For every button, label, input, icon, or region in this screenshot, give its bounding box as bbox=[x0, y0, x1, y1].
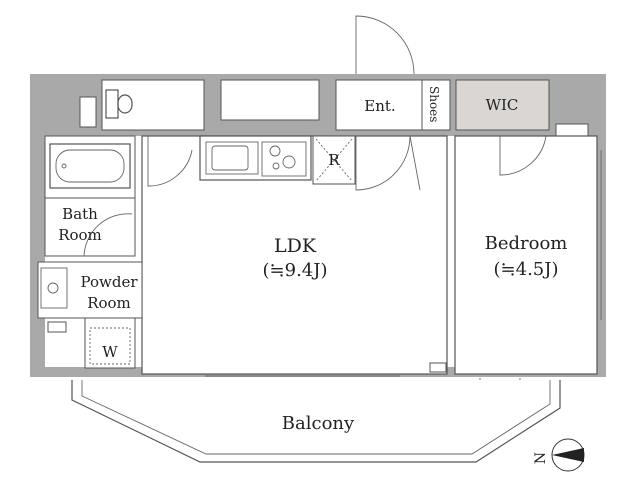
powder-label-line1: Powder bbox=[80, 273, 138, 291]
ldk-label: LDK bbox=[274, 235, 317, 257]
balcony-outline bbox=[71, 380, 561, 463]
cooktop-icon bbox=[261, 141, 307, 177]
storage-alcove bbox=[220, 79, 320, 121]
powder-label-line2: Room bbox=[87, 294, 131, 312]
shoes-cabinet bbox=[421, 79, 451, 131]
bathtub-icon bbox=[49, 143, 131, 189]
bath-room-floor bbox=[44, 135, 136, 199]
compass-label: N bbox=[533, 452, 549, 464]
compass-icon bbox=[551, 438, 585, 472]
bath-door bbox=[147, 136, 193, 187]
bath-room-lower bbox=[44, 197, 136, 257]
washer-label: W bbox=[102, 343, 118, 361]
ldk-size-label: (≒9.4J) bbox=[263, 260, 328, 281]
bedroom-size-label: (≒4.5J) bbox=[494, 259, 559, 280]
washer-icon bbox=[89, 327, 131, 365]
washer-space bbox=[84, 317, 136, 369]
floor-vent bbox=[429, 362, 447, 373]
kitchen-sink-icon bbox=[205, 141, 259, 175]
wic-room bbox=[455, 79, 550, 131]
ldk-door bbox=[355, 135, 421, 191]
toilet-icon bbox=[105, 89, 133, 119]
balcony-inner-rail bbox=[81, 380, 551, 455]
shoes-label: Shoes bbox=[427, 86, 441, 122]
powder-sink-icon bbox=[40, 267, 68, 309]
entrance-door bbox=[355, 15, 415, 75]
powder-room-floor bbox=[37, 261, 143, 319]
balcony-label: Balcony bbox=[282, 413, 355, 434]
refrigerator-label: R bbox=[328, 151, 340, 169]
refrigerator-icon bbox=[315, 138, 353, 182]
wall-vent bbox=[555, 123, 589, 137]
bedroom-door bbox=[499, 135, 547, 176]
wic-label: WIC bbox=[486, 96, 519, 114]
kitchen-counter bbox=[199, 135, 312, 181]
bedroom-label: Bedroom bbox=[485, 233, 568, 254]
wall-vent-low bbox=[47, 321, 67, 333]
entrance-label: Ent. bbox=[364, 97, 395, 115]
wall-panel bbox=[79, 96, 97, 128]
bath-label-line2: Room bbox=[58, 226, 102, 244]
bath-label-line1: Bath bbox=[62, 205, 98, 223]
bath-inner-door bbox=[83, 213, 133, 257]
bedroom-floor bbox=[454, 135, 598, 375]
toilet-alcove bbox=[101, 79, 205, 131]
